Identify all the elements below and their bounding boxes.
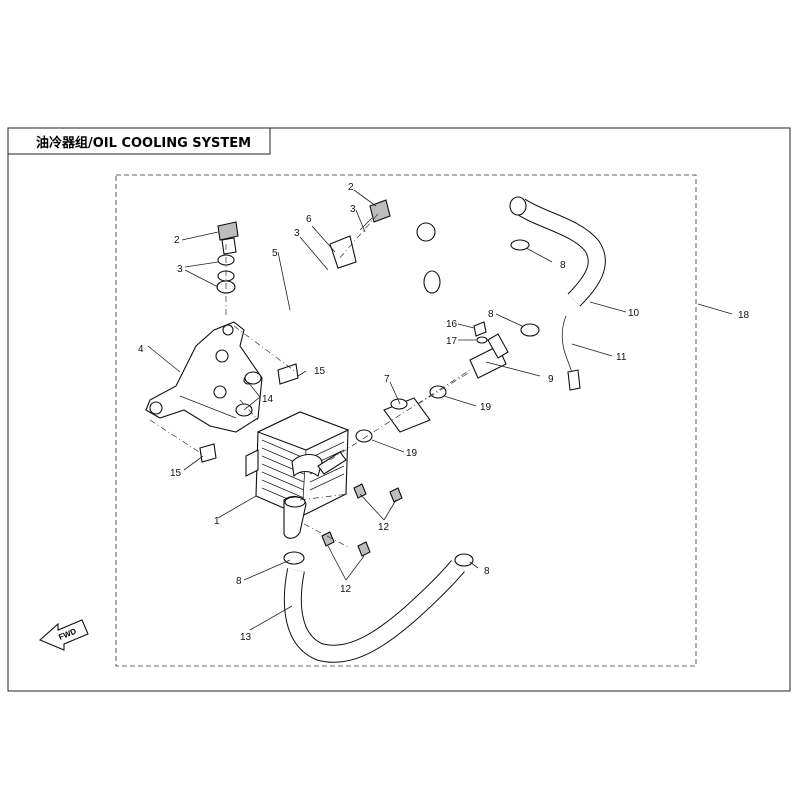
callout-15-right: 15 <box>314 366 326 377</box>
callout-8-upper: 8 <box>560 260 566 271</box>
assembly-frame <box>115 174 697 667</box>
cap-and-oring <box>473 321 488 344</box>
callout-11: 11 <box>616 352 627 363</box>
callout-17: 17 <box>446 336 458 347</box>
callout-labels: 1 2 2 3 3 3 4 5 6 7 8 8 8 8 9 10 11 12 1… <box>138 182 750 643</box>
callout-8-mid: 8 <box>488 309 494 320</box>
callout-16: 16 <box>446 319 458 330</box>
callout-1: 1 <box>214 516 220 527</box>
bolts-12 <box>321 483 403 557</box>
callout-6: 6 <box>306 214 312 225</box>
callout-14: 14 <box>262 394 274 405</box>
center-lines <box>149 213 471 549</box>
callout-3-right: 3 <box>350 204 356 215</box>
callout-8-lower-right: 8 <box>484 566 490 577</box>
callout-9: 9 <box>548 374 554 385</box>
banjo-bolt-right <box>359 199 391 231</box>
outer-frame <box>7 127 791 692</box>
callout-12-lower: 12 <box>340 584 352 595</box>
callout-15-left: 15 <box>170 468 182 479</box>
callout-12-upper: 12 <box>378 522 390 533</box>
callout-5: 5 <box>272 248 278 259</box>
callout-3-mid: 3 <box>294 228 300 239</box>
callout-2-right: 2 <box>348 182 354 193</box>
callout-2-left: 2 <box>174 235 180 246</box>
oil-pipe <box>234 222 441 319</box>
callout-19-lower: 19 <box>406 448 418 459</box>
callout-3-left: 3 <box>177 264 183 275</box>
callout-7: 7 <box>384 374 390 385</box>
t-fitting <box>469 333 509 379</box>
callout-10: 10 <box>628 308 640 319</box>
callout-19-upper: 19 <box>480 402 492 413</box>
leader-lines <box>147 189 733 631</box>
oil-cooler <box>245 411 350 539</box>
callout-18: 18 <box>738 310 750 321</box>
callout-8-lower-left: 8 <box>236 576 242 587</box>
banjo-bolt-left <box>217 221 239 255</box>
callout-13: 13 <box>240 632 252 643</box>
title-box <box>7 127 271 155</box>
short-hose <box>383 397 431 433</box>
o-rings <box>216 254 262 417</box>
bolts-15 <box>199 363 299 463</box>
callout-4: 4 <box>138 344 144 355</box>
lower-hose <box>283 560 465 663</box>
fwd-arrow: FWD <box>38 619 89 651</box>
diagram-title: 油冷器组/OIL COOLING SYSTEM <box>36 135 251 151</box>
upper-hose <box>509 196 606 307</box>
wire-bracket <box>561 315 581 391</box>
